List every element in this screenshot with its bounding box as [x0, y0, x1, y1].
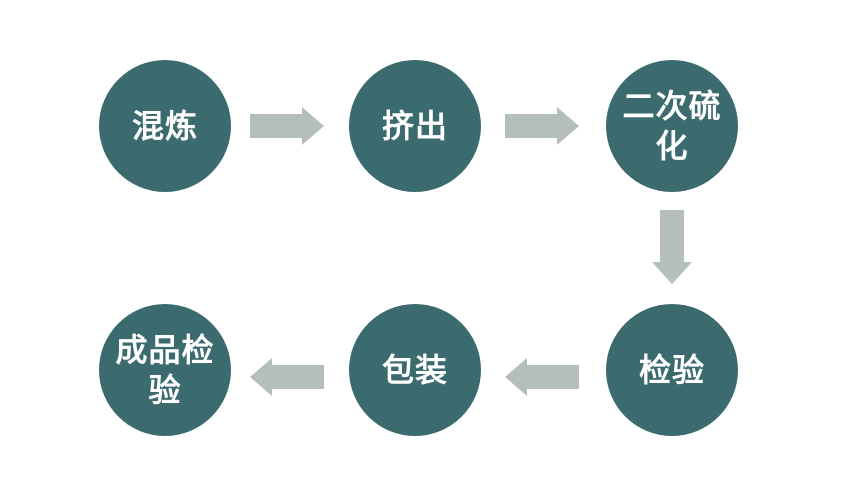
arrow-left-icon: [505, 358, 579, 396]
step-node-post-curing: 二次硫化: [606, 60, 738, 192]
step-node-final-inspection: 成品检验: [99, 304, 231, 436]
arrow-down-icon: [652, 210, 692, 284]
step-label: 二次硫化: [622, 87, 722, 165]
step-node-packaging: 包装: [349, 304, 481, 436]
arrow-right-icon: [505, 107, 579, 145]
step-label: 挤出: [381, 107, 448, 145]
step-label: 包装: [381, 351, 448, 389]
step-label: 混炼: [131, 107, 198, 145]
step-node-inspection: 检验: [606, 304, 738, 436]
step-label: 成品检验: [115, 331, 215, 409]
step-node-mixing: 混炼: [99, 60, 231, 192]
step-label: 检验: [638, 351, 705, 389]
arrow-left-icon: [250, 358, 324, 396]
step-node-extrusion: 挤出: [349, 60, 481, 192]
arrow-right-icon: [250, 107, 324, 145]
